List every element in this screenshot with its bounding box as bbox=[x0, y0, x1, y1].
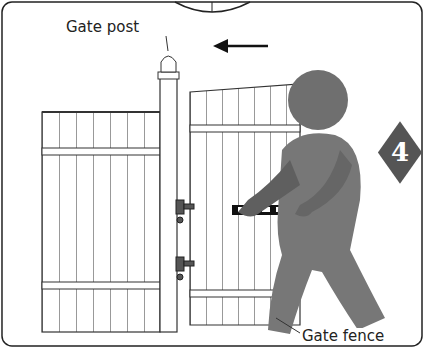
panel-frame bbox=[2, 2, 422, 346]
step-badge: 4 bbox=[377, 120, 423, 185]
direction-arrow bbox=[213, 39, 268, 53]
hinge bbox=[176, 200, 194, 280]
part-label: Gate post bbox=[64, 19, 141, 36]
callout-number: 4 bbox=[377, 137, 423, 167]
fence-panel bbox=[42, 112, 160, 332]
part-label: Gate fence bbox=[300, 328, 386, 345]
person-figure bbox=[238, 70, 385, 334]
gate-post bbox=[158, 56, 179, 332]
leader-line bbox=[276, 318, 300, 333]
previous-panel-arc bbox=[175, 2, 250, 12]
leader-line bbox=[166, 36, 168, 51]
